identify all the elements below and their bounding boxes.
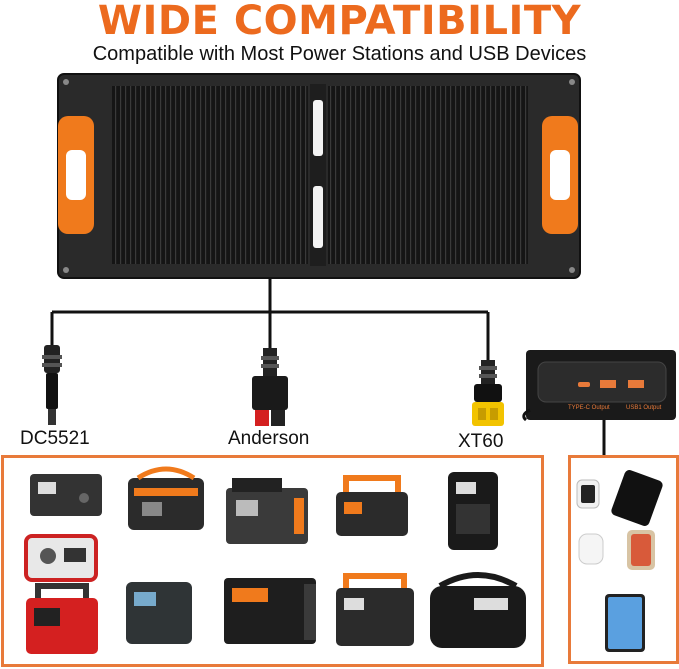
smartwatch-icon <box>576 479 600 509</box>
power-bank-icon <box>611 470 663 526</box>
solar-panel <box>57 73 581 279</box>
page-title: WIDE COMPATIBILITY <box>97 0 582 44</box>
right-handle <box>542 116 578 234</box>
left-handle <box>58 116 94 234</box>
power-station-icon <box>24 534 98 582</box>
usb1-port-label: USB1 Output <box>626 405 662 411</box>
power-station-icon <box>430 572 526 648</box>
connector-label-xt60: XT60 <box>458 431 504 452</box>
smartphone-icon <box>627 530 655 570</box>
usb-devices-frame <box>568 455 679 664</box>
usb-c-port-label: TYPE-C Output <box>568 405 610 411</box>
panel-slot-bottom <box>313 186 323 248</box>
usb-device-grid <box>576 470 663 652</box>
page-subtitle: Compatible with Most Power Stations and … <box>92 43 587 65</box>
power-station-icon <box>336 573 414 646</box>
power-station-icon <box>336 475 408 536</box>
usb-hub-icon <box>522 350 676 422</box>
power-station-icon <box>224 578 316 644</box>
earbuds-icon <box>578 533 604 565</box>
power-station-icon <box>226 478 308 544</box>
power-station-icon <box>26 583 98 654</box>
power-station-grid <box>24 466 526 654</box>
panel-slot-top <box>313 100 323 156</box>
power-station-icon <box>126 582 192 644</box>
power-station-icon <box>448 472 498 550</box>
dc5521-plug-icon <box>42 345 62 425</box>
connector-label-anderson: Anderson <box>228 428 310 449</box>
connector-label-dc5521: DC5521 <box>20 428 90 449</box>
xt60-plug-icon <box>472 360 504 426</box>
tablet-icon <box>605 594 645 652</box>
power-stations-frame <box>1 455 544 667</box>
power-station-icon <box>128 466 204 530</box>
power-station-icon <box>30 474 102 516</box>
anderson-plug-icon <box>252 348 288 426</box>
